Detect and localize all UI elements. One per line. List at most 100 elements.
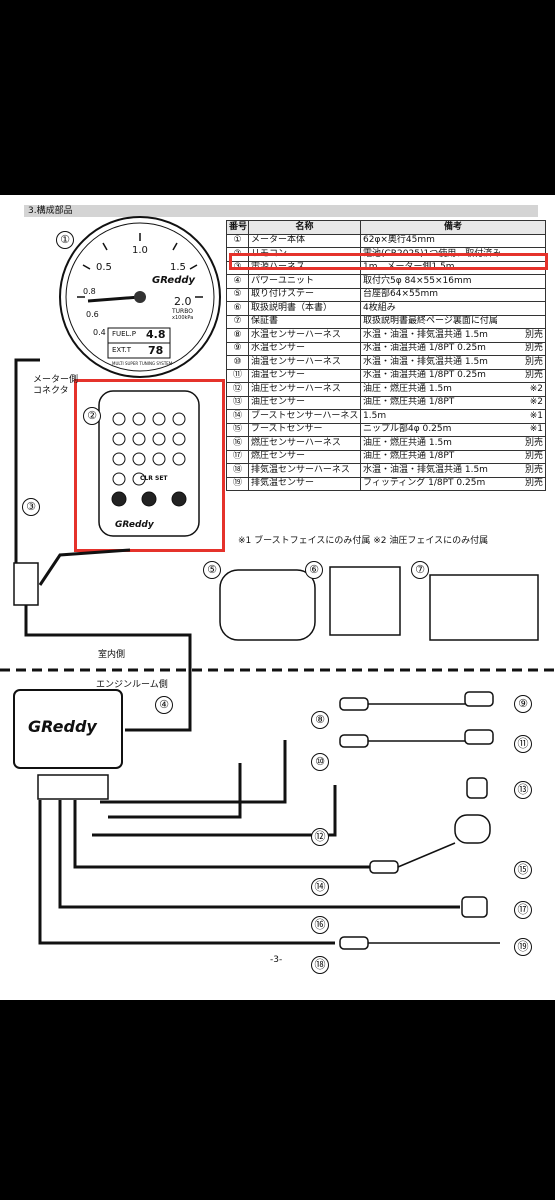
row-note-cell: ※2 油圧・燃圧共通 1.5m [360,382,546,397]
gauge-tick: 2.0 [174,295,192,308]
section-title: 3.構成部品 [24,205,538,217]
meter-drawing [59,216,221,378]
row-extra: 別売 [524,370,543,381]
callout-4: ④ [155,693,173,714]
row-extra: 別売 [524,464,543,475]
row-note-cell: 別売 油圧・燃圧共通 1/8PT [360,449,546,464]
page-number: -3- [270,955,283,965]
callout-13: ⑬ [514,778,532,799]
gauge-turbo-label: TURBO [172,308,193,315]
row-note-cell: 取付穴5φ 84×55×16mm [360,274,546,289]
row-note: 水温・油温共通 1/8PT 0.25m [363,343,486,354]
row-note: 水温・油温・排気温共通 1.5m [363,356,488,367]
gauge-tick: 0.8 [83,287,96,296]
header-name: 名称 [248,220,361,235]
row-extra: 別売 [524,451,543,462]
callout-14: ⑭ [311,875,329,896]
table-header-row: 番号 名称 備考 [226,220,546,235]
bottom-black-margin [0,1000,555,1200]
row-name: 取扱説明書（本書） [248,301,361,316]
row-note: ニップル部4φ 0.25m [363,424,452,435]
callout-6: ⑥ [305,558,323,579]
row-note: 4枚組み [363,302,396,313]
remote-drawing [98,390,200,537]
row-name: 油温センサー [248,368,361,383]
row-note-cell: 別売 水温・油温・排気温共通 1.5m [360,355,546,370]
row-name: 排気温センサー [248,476,361,491]
row-note: 油圧・燃圧共通 1.5m [363,383,452,394]
row-extra: 別売 [524,356,543,367]
callout-7: ⑦ [411,558,429,579]
power-unit-brand: GReddy [28,717,97,736]
row-note-cell: 別売水温・油温・排気温共通 1.5m [360,328,546,343]
row-note-cell: 別売 水温・油温共通 1/8PT 0.25m [360,341,546,356]
callout-5: ⑤ [203,558,221,579]
readout1-label: FUEL.P [112,330,136,338]
row-number: ⑫ [226,382,249,397]
row-number: ⑥ [226,301,249,316]
readout2-value: 78 [148,344,164,357]
row-extra: 別売 [524,478,543,489]
remote-clr-label: CLR [140,475,153,482]
row-note-cell: ※1 ニップル部4φ 0.25m [360,422,546,437]
callout-8: ⑧ [311,708,329,729]
row-note: 油圧・燃圧共通 1/8PT [363,397,455,408]
callout-9: ⑨ [514,692,532,713]
top-black-margin [0,0,555,195]
callout-17: ⑰ [514,898,532,919]
row-note: 取付穴5φ 84×55×16mm [363,275,472,286]
row-note: 水温・油温・排気温共通 1.5m [363,464,488,475]
row-number: ⑲ [226,476,249,491]
row-extra: ※2 [529,397,543,408]
callout-1: ① [56,228,74,249]
row-note-cell: 4枚組み [360,301,546,316]
row-name: パワーユニット [248,274,361,289]
gauge-tick: 1.5 [170,262,186,273]
remote-set-label: SET [155,475,168,482]
row-extra: ※2 [529,383,543,394]
callout-16: ⑯ [311,913,329,934]
gauge-tick: 1.0 [132,245,148,256]
row-note: 油圧・燃圧共通 1.5m [363,437,452,448]
row-note-cell: ※2 油圧・燃圧共通 1/8PT [360,395,546,410]
cabin-side-label: 室内側 [98,650,126,660]
row-note-cell: 別売水温・油温共通 1/8PT 0.25m [360,368,546,383]
gauge-tick: 0.4 [93,328,106,337]
meter-connector-label: メーター側 コネクタ [33,375,79,396]
engine-room-label: エンジンルーム側 [96,680,168,690]
callout-2: ② [83,404,101,425]
row-extra: ※1 [529,424,543,435]
callout-15: ⑮ [514,858,532,879]
row-name: 油温センサーハーネス [248,355,361,370]
row-note-cell: 台座部64×55mm [360,287,546,302]
readout1-value: 4.8 [146,328,166,341]
highlight-remote [74,379,225,552]
remote-brand-logo: GReddy [115,520,154,530]
row-extra: 別売 [524,329,543,340]
callout-10: ⑩ [311,750,329,771]
row-note: 62φ×奥行45mm [363,235,435,246]
wiring-diagram [0,358,555,950]
row-note: 油圧・燃圧共通 1/8PT [363,451,455,462]
row-note: 1.5m [363,410,387,421]
gauge-brand-logo: GReddy [152,275,196,286]
row-name: 燃圧センサー [248,449,361,464]
row-number: ⑦ [226,314,249,329]
gauge-unit-label: x100kPa [172,315,194,321]
callout-12: ⑫ [311,825,329,846]
gauge-tick: 0.5 [96,262,112,273]
row-extra: 別売 [524,343,543,354]
callout-3: ③ [22,495,40,516]
